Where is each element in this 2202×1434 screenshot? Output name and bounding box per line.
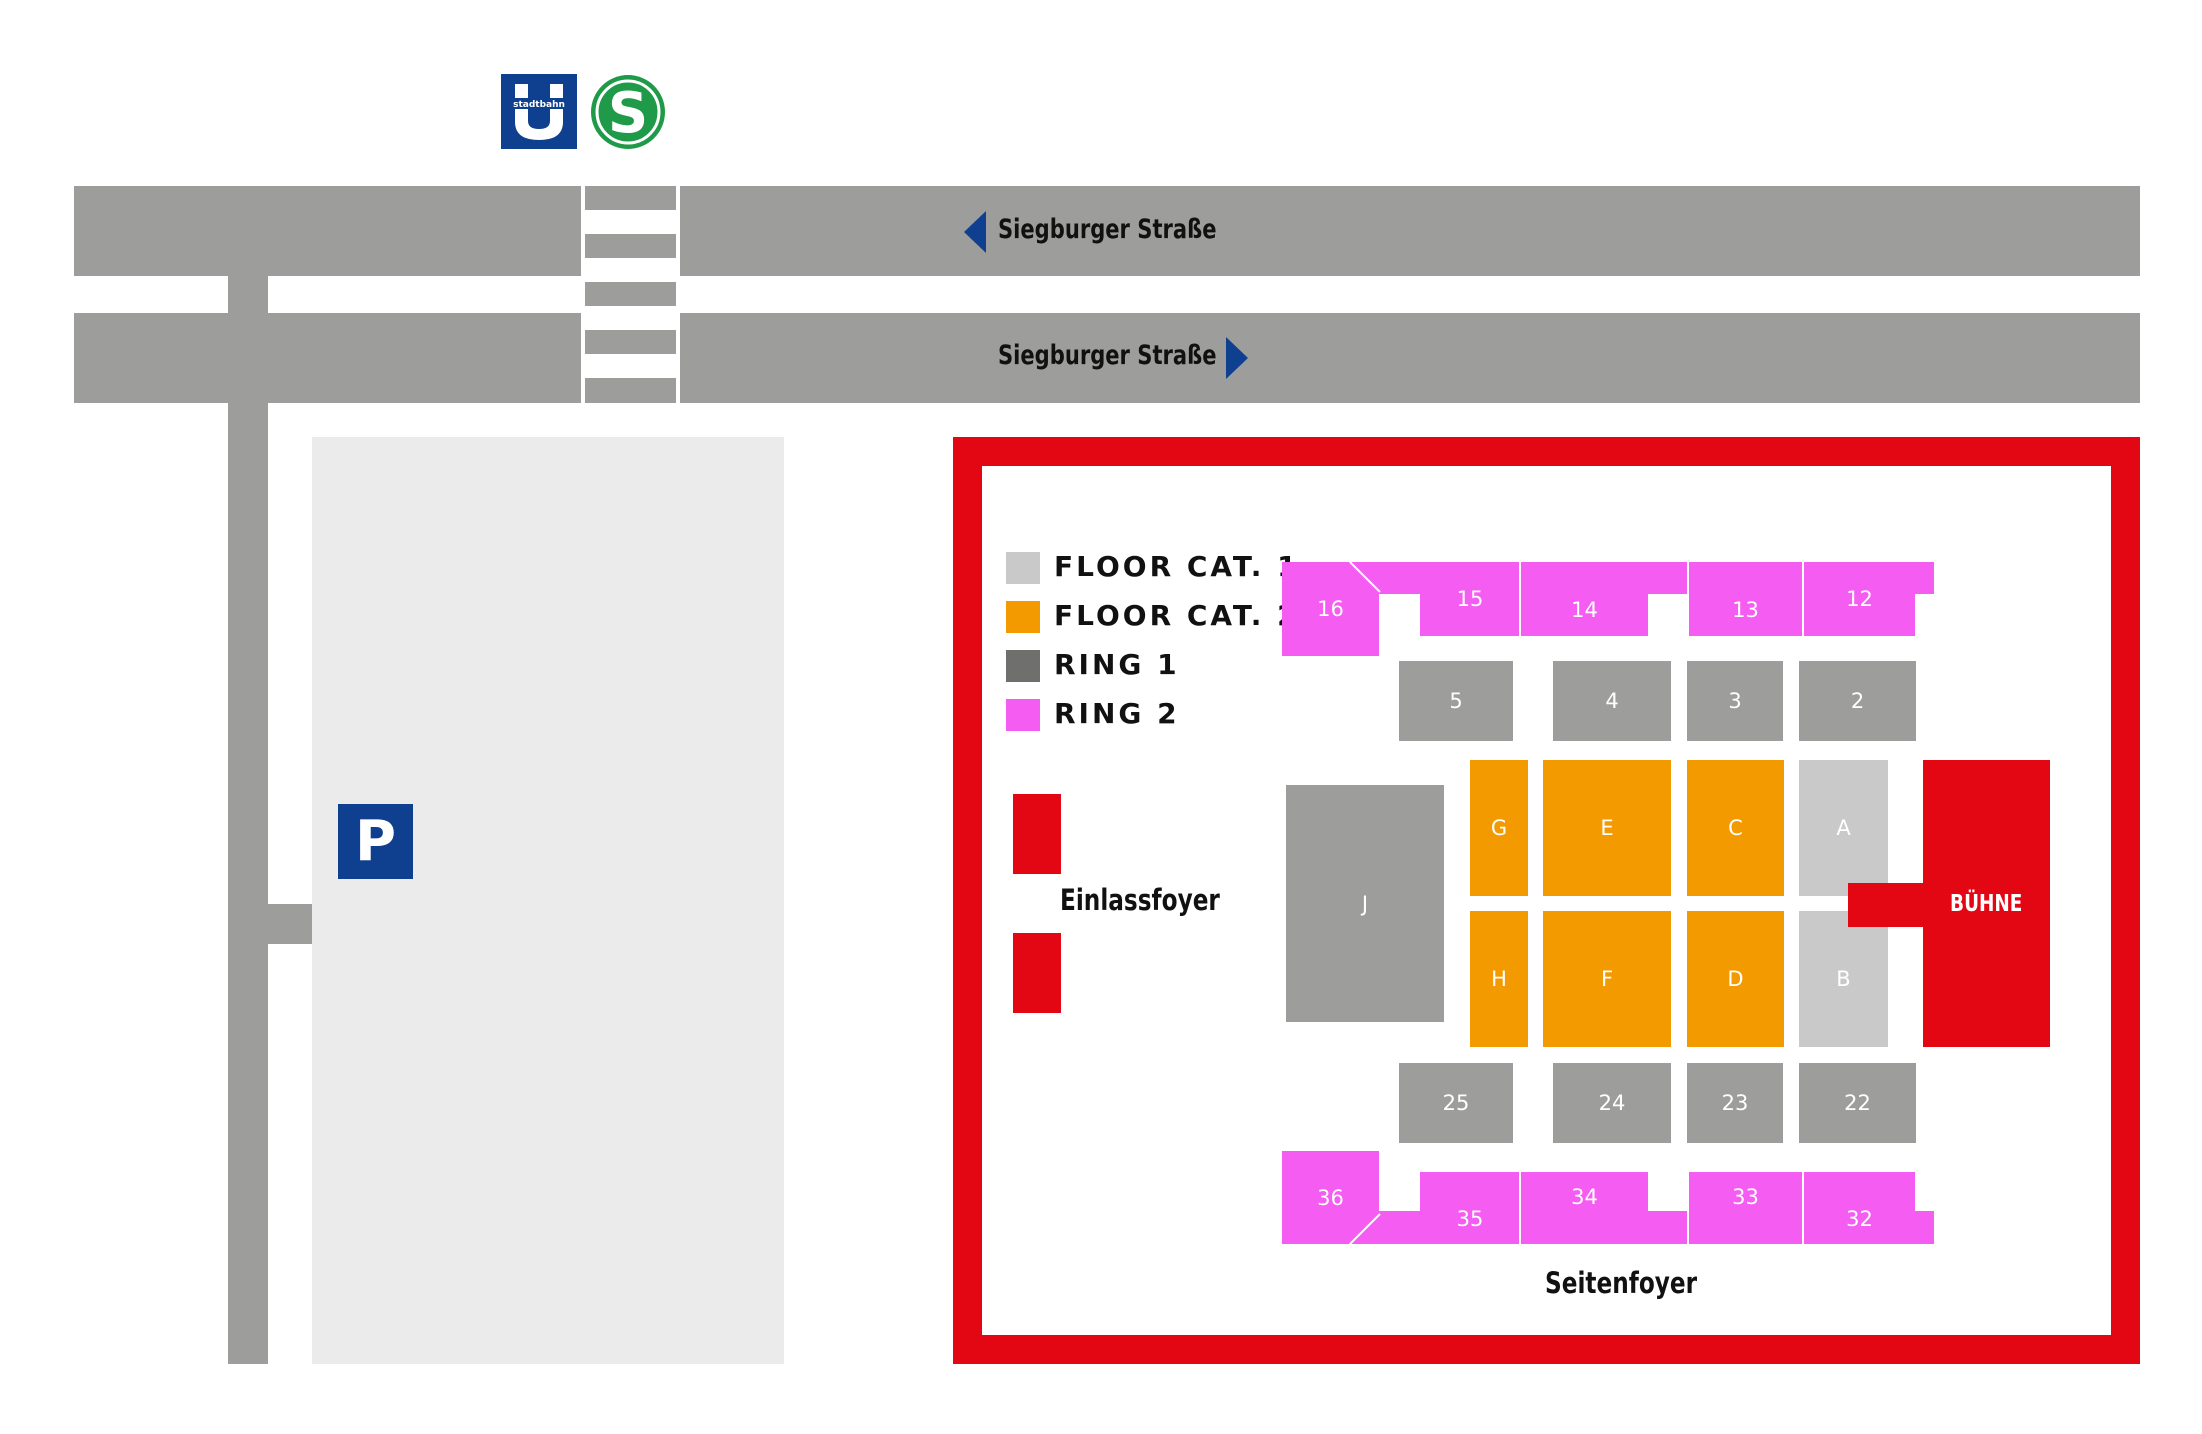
block-35[interactable]: 35 (1420, 1172, 1520, 1244)
block-C-label: C (1728, 816, 1743, 840)
block-36[interactable]: 36 (1282, 1151, 1379, 1244)
crosswalk-stripe (585, 378, 676, 403)
block-H-label: H (1491, 967, 1507, 991)
entry-door-top (1013, 794, 1061, 874)
block-G-label: G (1490, 816, 1508, 840)
block-33[interactable]: 33 (1689, 1172, 1802, 1244)
street-bottom-right (680, 313, 2140, 403)
block-35-label: 35 (1456, 1207, 1484, 1231)
block-34-label: 34 (1571, 1185, 1598, 1209)
block-J-label: J (1361, 891, 1369, 916)
block-4-label: 4 (1605, 689, 1619, 713)
arrow-left-icon (964, 211, 986, 258)
block-32-label: 32 (1846, 1207, 1873, 1231)
block-23-label: 23 (1721, 1091, 1749, 1115)
block-3-label: 3 (1728, 689, 1742, 713)
ring2-bottom-dividers (1349, 1172, 1804, 1244)
block-D[interactable]: D (1687, 911, 1784, 1047)
block-B[interactable]: B (1799, 911, 1888, 1047)
block-25-label: 25 (1442, 1091, 1470, 1115)
ring2-top-dividers (1349, 562, 1804, 636)
block-24-label: 24 (1598, 1091, 1626, 1115)
stage: BÜHNE (1923, 760, 2050, 1047)
block-32[interactable]: 32 (1804, 1172, 1915, 1244)
legend-label-floor-cat-2: FLOOR CAT. 2 (1054, 599, 1300, 632)
legend-label-ring-2: RING 2 (1054, 697, 1180, 730)
block-2[interactable]: 2 (1799, 661, 1916, 741)
block-16[interactable]: 16 (1282, 562, 1379, 656)
block-33-label: 33 (1732, 1185, 1759, 1209)
block-3[interactable]: 3 (1687, 661, 1783, 741)
legend: FLOOR CAT. 1 FLOOR CAT. 2 RING 1 RING 2 (1006, 550, 1306, 732)
block-22[interactable]: 22 (1799, 1063, 1916, 1143)
legend-label-ring-1: RING 1 (1054, 648, 1180, 681)
legend-swatch-ring-2 (1006, 699, 1040, 731)
block-F[interactable]: F (1543, 911, 1671, 1047)
block-C[interactable]: C (1687, 760, 1784, 896)
parking-icon: P (338, 804, 413, 879)
legend-swatch-floor-cat-1 (1006, 552, 1040, 584)
block-14-label: 14 (1571, 598, 1598, 622)
street-bottom-left (74, 313, 581, 403)
arrow-right-icon (1226, 337, 1248, 384)
crosswalk-stripe (585, 234, 676, 258)
entry-door-bottom (1013, 933, 1061, 1013)
sbahn-icon: S (590, 74, 666, 150)
crosswalk-stripe (585, 186, 676, 210)
block-13[interactable]: 13 (1689, 562, 1802, 636)
street-top-right (680, 186, 2140, 276)
legend-swatch-floor-cat-2 (1006, 601, 1040, 633)
block-E-label: E (1600, 816, 1614, 840)
crosswalk-stripe (585, 330, 676, 354)
block-14[interactable]: 14 (1521, 562, 1648, 636)
block-22-label: 22 (1844, 1091, 1871, 1115)
block-36-label: 36 (1317, 1185, 1344, 1210)
stage-ramp (1848, 883, 1928, 927)
block-34[interactable]: 34 (1521, 1172, 1648, 1244)
block-4[interactable]: 4 (1553, 661, 1671, 741)
sbahn-letter: S (608, 81, 648, 146)
block-E[interactable]: E (1543, 760, 1671, 896)
ubahn-small-text: stadtbahn (513, 100, 565, 110)
block-15[interactable]: 15 (1420, 562, 1520, 636)
legend-swatch-ring-1 (1006, 650, 1040, 682)
block-5[interactable]: 5 (1399, 661, 1513, 741)
block-D-label: D (1727, 967, 1744, 991)
street-top-left (74, 186, 581, 276)
block-G[interactable]: G (1470, 760, 1528, 896)
parking-lot (312, 437, 784, 1364)
block-15-label: 15 (1456, 587, 1484, 611)
parking-letter: P (354, 808, 397, 874)
block-A[interactable]: A (1799, 760, 1888, 896)
block-F-label: F (1600, 967, 1614, 991)
block-13-label: 13 (1732, 598, 1759, 622)
block-2-label: 2 (1850, 689, 1865, 713)
block-A-label: A (1836, 816, 1851, 840)
block-12[interactable]: 12 (1804, 562, 1915, 636)
street-label-top: Siegburger Straße (998, 214, 1217, 245)
side-foyer-label: Seitenfoyer (1545, 1266, 1698, 1300)
block-24[interactable]: 24 (1553, 1063, 1671, 1143)
block-23[interactable]: 23 (1687, 1063, 1783, 1143)
block-12-label: 12 (1846, 587, 1873, 611)
legend-label-floor-cat-1: FLOOR CAT. 1 (1054, 550, 1300, 583)
block-B-label: B (1836, 967, 1851, 991)
stage-label: BÜHNE (1950, 890, 2023, 917)
street-label-bottom: Siegburger Straße (998, 340, 1217, 371)
block-H[interactable]: H (1470, 911, 1528, 1047)
block-25[interactable]: 25 (1399, 1063, 1513, 1143)
block-J[interactable]: J (1286, 785, 1444, 1022)
entry-foyer-label: Einlassfoyer (1060, 883, 1220, 917)
block-5-label: 5 (1449, 689, 1463, 713)
side-road-vertical (228, 276, 268, 1364)
ubahn-icon: stadtbahn (501, 74, 577, 149)
block-16-label: 16 (1317, 597, 1344, 621)
crosswalk-stripe (585, 282, 676, 306)
